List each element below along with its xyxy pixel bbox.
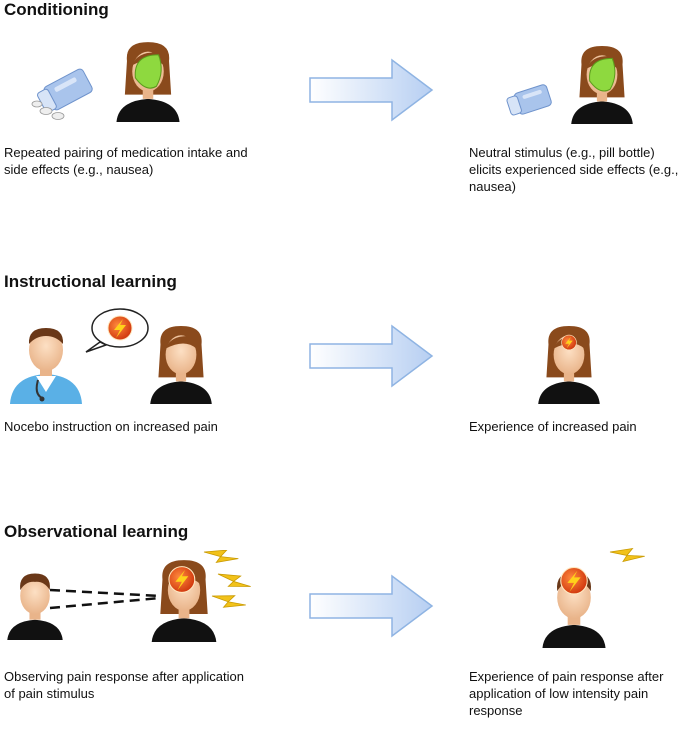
caption-observational-before: Observing pain response after applicatio… bbox=[4, 669, 244, 701]
speech-bubble-icon bbox=[85, 308, 149, 353]
arrow-icon bbox=[309, 58, 434, 122]
arrow-icon-observational bbox=[309, 574, 434, 638]
caption-observational-after: Experience of pain response after applic… bbox=[469, 669, 664, 718]
caption-instructional-before: Nocebo instruction on increased pain bbox=[4, 419, 218, 434]
gaze-lines-icon bbox=[49, 588, 161, 610]
arrow-icon-instructional bbox=[309, 324, 434, 388]
section-heading-instructional: Instructional learning bbox=[4, 272, 177, 291]
lightning-bolts-icon bbox=[203, 550, 252, 614]
pill-bottle-icon-small bbox=[506, 84, 552, 116]
woman-icon bbox=[150, 326, 212, 404]
woman-nausea-icon-after bbox=[571, 46, 633, 124]
woman-pain-icon bbox=[538, 326, 600, 404]
pill-bottle-icon bbox=[31, 68, 93, 120]
woman-nausea-icon bbox=[116, 42, 180, 122]
section-heading-conditioning: Conditioning bbox=[4, 0, 109, 19]
section-heading-observational: Observational learning bbox=[4, 522, 189, 541]
man-pain-icon bbox=[542, 566, 606, 648]
doctor-icon bbox=[10, 328, 82, 404]
caption-conditioning-after: Neutral stimulus (e.g., pill bottle) eli… bbox=[469, 145, 679, 194]
lightning-bolt-small-icon bbox=[609, 548, 646, 569]
caption-instructional-after: Experience of increased pain bbox=[469, 419, 637, 434]
caption-conditioning-before: Repeated pairing of medication intake an… bbox=[4, 145, 248, 177]
